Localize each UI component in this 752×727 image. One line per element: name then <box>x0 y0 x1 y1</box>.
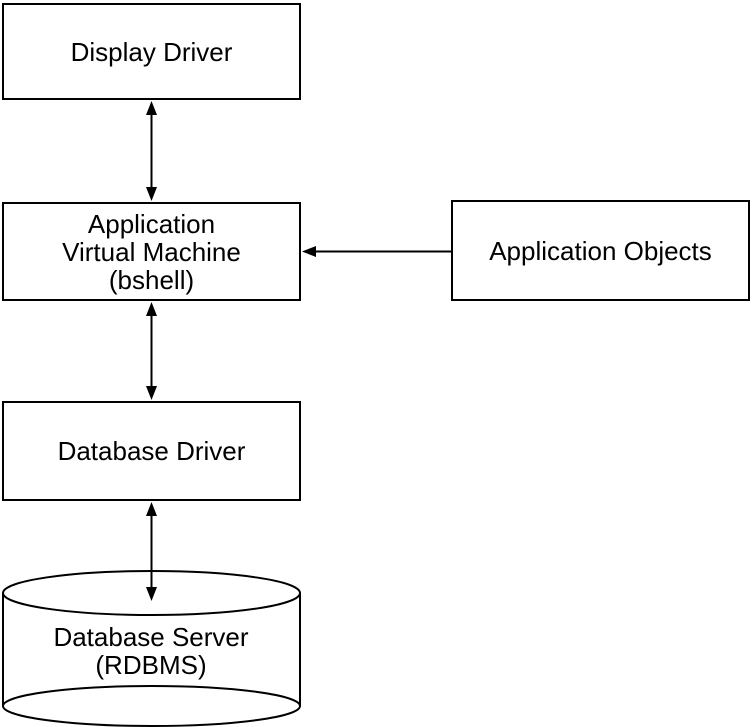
node-database-server-label-line2: (RDBMS) <box>95 649 207 680</box>
node-application-virtual-machine: Application Virtual Machine (bshell) <box>2 202 301 301</box>
node-database-driver-label: Database Driver <box>57 436 246 466</box>
arrowhead-left-icon <box>302 246 316 257</box>
node-database-driver: Database Driver <box>2 401 301 501</box>
arrow-objects-to-vm <box>302 246 451 257</box>
node-database-server-label-line1: Database Server <box>53 621 249 652</box>
node-database-server: Database Server (RDBMS) <box>2 615 300 686</box>
arrow-dbdriver-to-dbserver <box>146 502 157 601</box>
arrowhead-down-icon <box>146 187 157 201</box>
arrowhead-up-icon <box>146 302 157 316</box>
arrowhead-down-icon <box>146 587 157 601</box>
database-cylinder-shape <box>2 570 301 727</box>
arrowhead-up-icon <box>146 502 157 516</box>
node-application-objects: Application Objects <box>451 200 750 301</box>
arrow-vm-to-dbdriver <box>146 302 157 400</box>
node-display-driver: Display Driver <box>2 3 301 100</box>
node-application-vm-label-line2: Virtual Machine <box>62 236 241 267</box>
node-display-driver-label: Display Driver <box>70 36 233 67</box>
arrow-display-to-vm <box>146 101 157 201</box>
node-application-objects-label: Application Objects <box>489 235 712 266</box>
node-application-vm-label-line1: Application <box>87 208 216 239</box>
cylinder-bottom-ellipse <box>2 685 301 727</box>
node-application-vm-label-line3: (bshell) <box>108 264 195 295</box>
arrowhead-up-icon <box>146 101 157 115</box>
arrowhead-down-icon <box>146 386 157 400</box>
